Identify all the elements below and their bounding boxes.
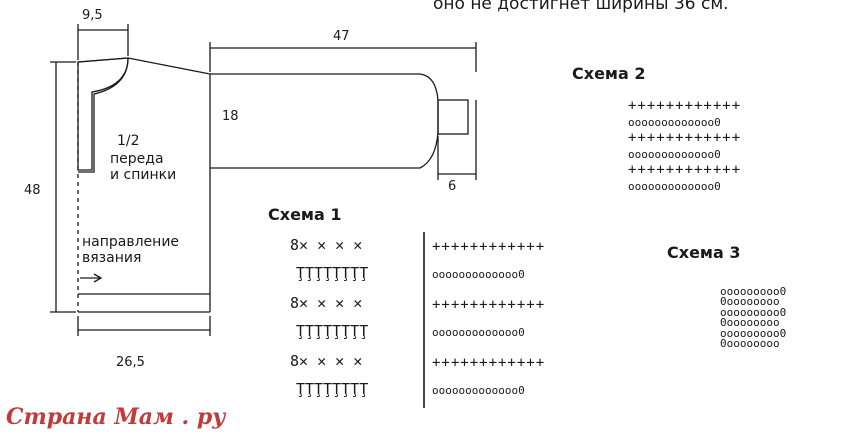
scheme1-row-right: ooooooooooooo0 [432, 384, 525, 397]
dim-sleeve-length: 47 [333, 29, 350, 44]
header-note: оно не достигнет ширины 36 см. [433, 0, 729, 14]
scheme2-title: Схема 2 [572, 64, 646, 83]
dim-height: 48 [24, 183, 41, 198]
scheme2-row: ++++++++++++ [628, 130, 742, 146]
scheme1-row-right: ooooooooooooo0 [432, 326, 525, 339]
scheme1-row-left: ŢŢŢŢŢŢŢŢ [296, 322, 369, 340]
scheme2-row: ++++++++++++ [628, 162, 742, 178]
scheme1-row-right: ++++++++++++ [432, 297, 546, 313]
scheme2-row: ooooooooooooo0 [628, 148, 721, 161]
dim-bottom-width: 26,5 [116, 355, 145, 370]
dim-sleeve-width: 18 [222, 109, 239, 124]
dim-cuff: 6 [448, 179, 457, 194]
scheme3-row: 0oooooooo [720, 337, 780, 350]
body-top-left [77, 57, 129, 63]
scheme3-row: 0oooooooo [720, 316, 780, 329]
body-label-3: и спинки [110, 167, 177, 183]
scheme3-row: ooooooooo0 [720, 306, 787, 319]
cuff [437, 99, 469, 135]
body-label-1: 1/2 [117, 133, 140, 149]
shoulder-line [127, 57, 211, 75]
direction-label-2: вязания [82, 250, 142, 266]
scheme1-row-left: 8✕ ✕ ✕ ✕ [290, 294, 363, 312]
scheme1-row-left: ŢŢŢŢŢŢŢŢ [296, 264, 369, 282]
scheme3-row: ooooooooo0 [720, 285, 787, 298]
scheme2-row: ++++++++++++ [628, 98, 742, 114]
scheme1-row-right: ++++++++++++ [432, 239, 546, 255]
scheme2-row: ooooooooooooo0 [628, 116, 721, 129]
scheme1-row-left: 8✕ ✕ ✕ ✕ [290, 352, 363, 370]
body-label-2: переда [110, 151, 164, 167]
scheme1-title: Схема 1 [268, 205, 342, 224]
scheme1-row-right: ++++++++++++ [432, 355, 546, 371]
dim-shoulder: 9,5 [82, 8, 103, 23]
scheme2-row: ooooooooooooo0 [628, 180, 721, 193]
sleeve-outline [210, 73, 439, 169]
scheme3-row: 0oooooooo [720, 295, 780, 308]
watermark-logo: Страна Мам . ру [6, 404, 226, 430]
scheme1-row-left: 8✕ ✕ ✕ ✕ [290, 236, 363, 254]
direction-label-1: направление [82, 234, 180, 250]
scheme1-row-left: ŢŢŢŢŢŢŢŢ [296, 380, 369, 398]
neckline [78, 57, 129, 173]
scheme1-row-right: ooooooooooooo0 [432, 268, 525, 281]
scheme3-title: Схема 3 [667, 243, 741, 262]
scheme3-row: ooooooooo0 [720, 327, 787, 340]
